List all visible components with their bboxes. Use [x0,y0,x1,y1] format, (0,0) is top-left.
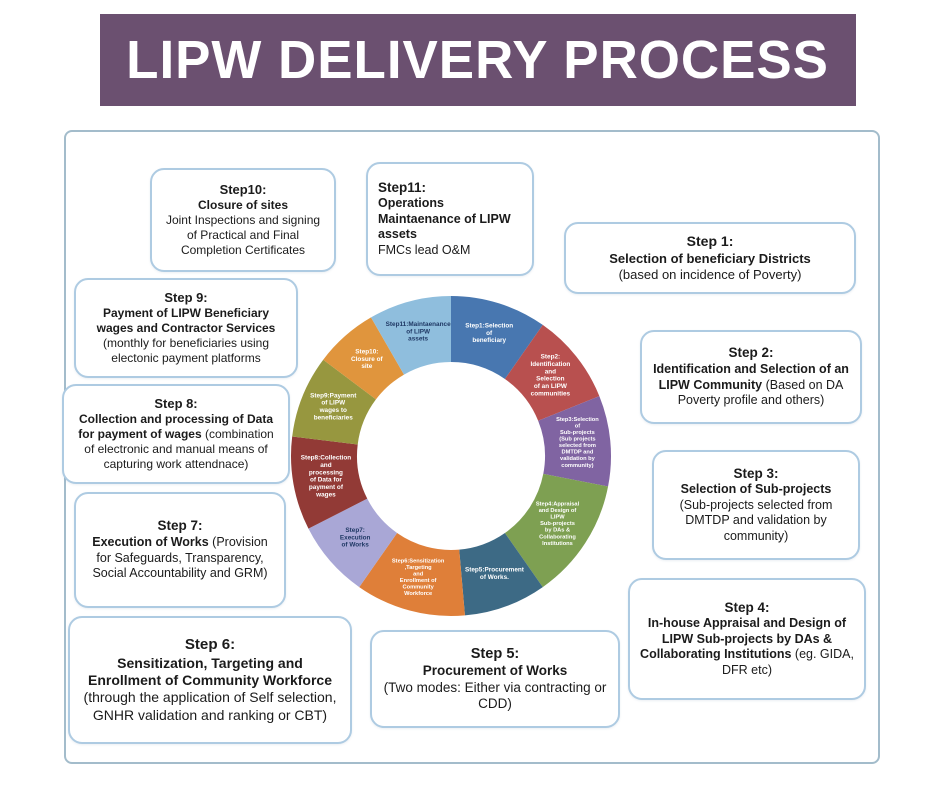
donut-segment-step10 [323,317,404,400]
callout-step11-title: Step11: [378,179,427,195]
callout-step2-title: Step 2: [728,345,774,361]
callout-step10: Step10: Closure of sites Joint Inspectio… [150,168,336,272]
donut-segment-step1 [451,296,543,379]
callout-step11-subtitle: Operations Maintaenance of LIPW assets [378,196,511,242]
page-title: LIPW DELIVERY PROCESS [126,30,830,90]
callout-step4-body: In-house Appraisal and Design of LIPW Su… [640,616,854,677]
callout-step7-title: Step 7: [157,518,203,534]
donut-segment-step7 [308,498,398,588]
callout-step3: Step 3: Selection of Sub-projects (Sub-p… [652,450,860,560]
donut-segment-step3 [538,396,611,487]
callout-step2: Step 2: Identification and Selection of … [640,330,862,424]
callout-step4: Step 4: In-house Appraisal and Design of… [628,578,866,700]
callout-step6: Step 6: Sensitization, Targeting and Enr… [68,616,352,744]
callout-step6-body: (through the application of Self selecti… [83,689,337,723]
callout-step10-title: Step10: [219,182,267,198]
callout-step11: Step11: Operations Maintaenance of LIPW … [366,162,534,276]
callout-step7-body: Execution of Works (Provision for Safegu… [92,535,268,581]
callout-step5-subtitle: Procurement of Works [422,662,568,678]
donut-segment-step9 [292,359,376,445]
callout-step5: Step 5: Procurement of Works (Two modes:… [370,630,620,728]
callout-step8-title: Step 8: [154,396,198,412]
callout-step1-title: Step 1: [686,233,734,250]
callout-step5-title: Step 5: [470,645,520,662]
donut-segment-step2 [504,324,600,421]
callout-step8-body: Collection and processing of Data for pa… [78,412,274,471]
callout-step2-body: Identification and Selection of an LIPW … [653,362,849,408]
callout-step11-body: FMCs lead O&M [378,242,471,257]
callout-step1: Step 1: Selection of beneficiary Distric… [564,222,856,294]
title-banner: LIPW DELIVERY PROCESS [100,14,856,106]
callout-step1-subtitle: Selection of beneficiary Districts [609,250,811,266]
callout-step10-body: Joint Inspections and signing of Practic… [165,213,321,257]
callout-step3-title: Step 3: [733,465,779,481]
callout-step9-title: Step 9: [164,290,208,306]
callout-step6-subtitle: Sensitization, Targeting and Enrollment … [88,654,332,689]
callout-step3-subtitle: Selection of Sub-projects [680,482,832,497]
donut-segment-step11 [371,296,451,375]
donut-segment-step5 [459,533,543,616]
callout-step9-body: Payment of LIPW Beneficiary wages and Co… [96,306,276,365]
callout-step1-body: (based on incidence of Poverty) [618,266,802,282]
donut-segment-step8 [291,436,368,529]
callout-step9: Step 9: Payment of LIPW Beneficiary wage… [74,278,298,378]
callout-step3-body: (Sub-projects selected from DMTDP and va… [679,497,833,543]
callout-step7: Step 7: Execution of Works (Provision fo… [74,492,286,608]
callout-step8: Step 8: Collection and processing of Dat… [62,384,290,484]
donut-segment-step6 [359,533,465,616]
donut-segment-step4 [504,473,609,588]
callout-step4-title: Step 4: [724,599,770,615]
callout-step5-body: (Two modes: Either via contracting or CD… [383,679,607,712]
callout-step10-subtitle: Closure of sites [197,198,289,213]
callout-step6-title: Step 6: [184,635,236,653]
